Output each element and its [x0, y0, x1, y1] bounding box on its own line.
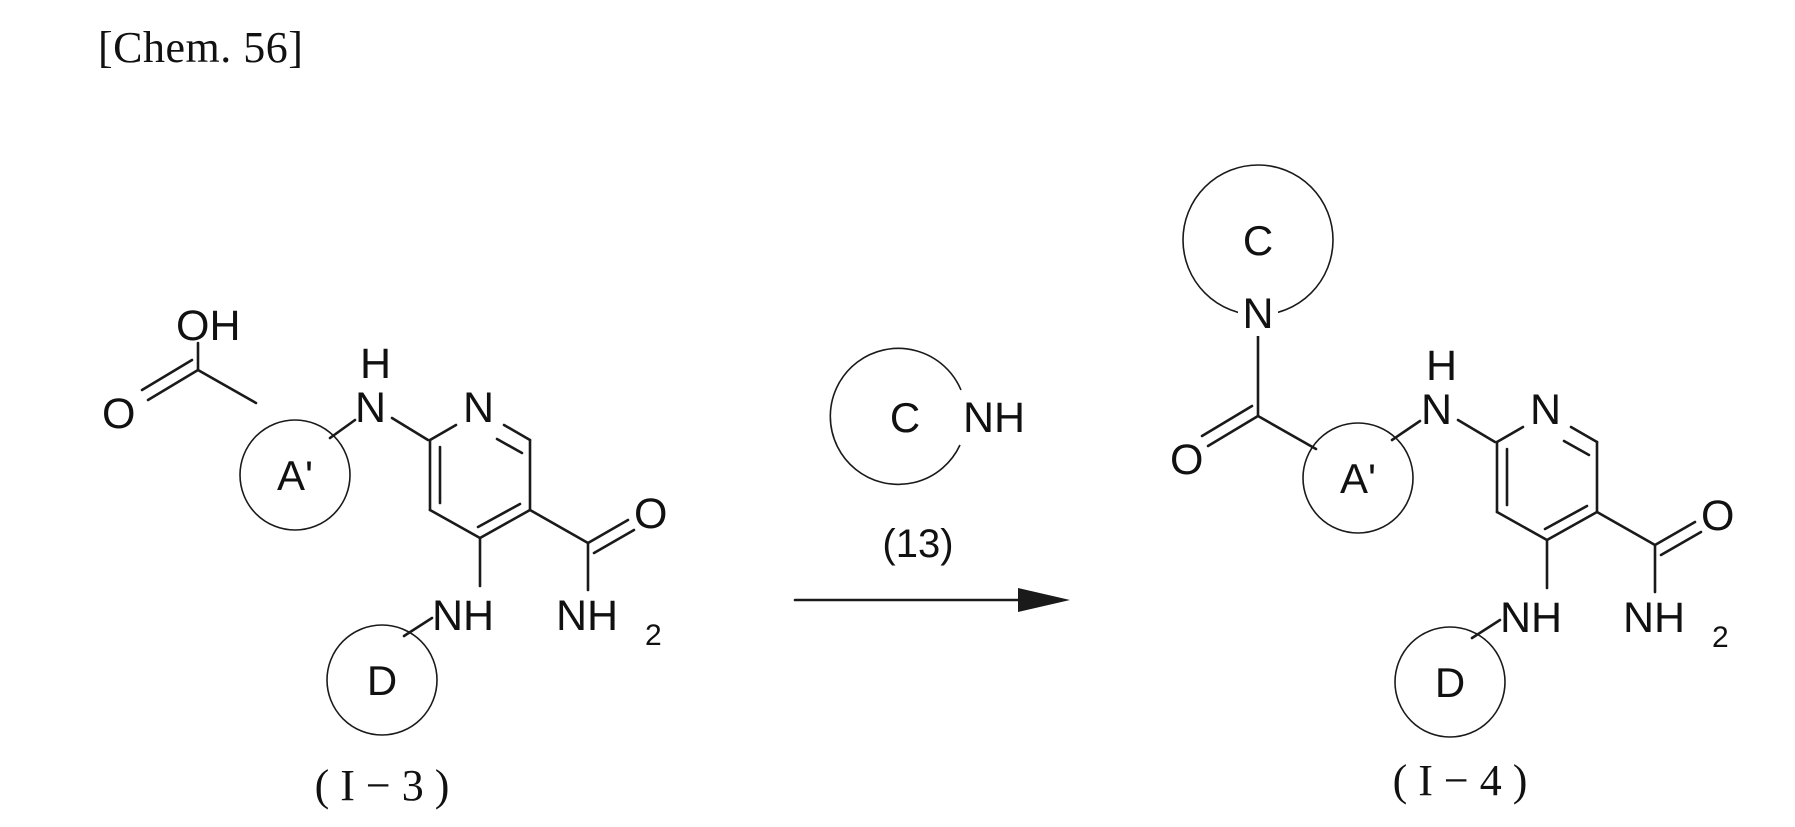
- bond-amide-co-2: [594, 530, 634, 553]
- bond-n1-c2-inner: [497, 439, 522, 453]
- bond-c-ring-a: [1258, 416, 1316, 449]
- bond-ring-a-n: [330, 420, 355, 438]
- bond-c3-c4: [1547, 512, 1597, 540]
- bond-c4-c5: [430, 510, 480, 538]
- bond-n1-c2: [504, 425, 530, 440]
- bond-n-c6: [392, 418, 428, 440]
- atom-nh: NH: [1500, 594, 1562, 642]
- ring-d-label: D: [367, 657, 397, 704]
- atom-n-ring: N: [463, 384, 494, 432]
- bond-amide-co-2: [1661, 532, 1701, 555]
- atom-nh: NH: [432, 592, 494, 640]
- bond-c-ring-a: [198, 370, 256, 403]
- atom-nh2-subscript: 2: [645, 619, 662, 652]
- reactant-structure: OH O H N N O NH NH 2 A' D ( I − 3 ): [102, 302, 667, 810]
- atom-h: H: [1426, 342, 1457, 390]
- atom-o-amide: O: [1701, 492, 1734, 540]
- bond-c-o-double-2: [1202, 406, 1252, 436]
- bond-c-o-double-1: [148, 370, 198, 400]
- atom-o-amide: O: [634, 490, 667, 538]
- bond-c-o-double-2: [142, 360, 192, 390]
- bond-amide-co-1: [588, 520, 628, 543]
- atom-nh2: NH: [1623, 594, 1685, 642]
- bond-n1-c2-inner: [1564, 441, 1589, 455]
- product-structure: N C O H N N O NH NH 2 A' D ( I − 4 ): [1170, 165, 1734, 805]
- bond-n-c6: [1458, 420, 1495, 442]
- bond-c3-c4-inner: [478, 504, 520, 527]
- bond-c3-amide-c: [530, 510, 588, 543]
- ring-a-label: A': [1340, 455, 1376, 502]
- atom-n-link: N: [1421, 386, 1452, 434]
- bond-c3-c4-inner: [1545, 506, 1587, 529]
- ring-d-label: D: [1435, 659, 1465, 706]
- atom-h: H: [360, 340, 391, 388]
- bond-ring-a-n: [1392, 421, 1420, 440]
- atom-o: O: [102, 390, 135, 438]
- reaction-arrow: [795, 588, 1070, 612]
- ring-a-label: A': [277, 452, 313, 499]
- arrow-head: [1018, 588, 1070, 612]
- atom-n-ring: N: [1530, 386, 1561, 434]
- atom-nh2-subscript: 2: [1712, 621, 1729, 654]
- atom-o: O: [1170, 436, 1203, 484]
- bond-c4-c5: [1497, 512, 1547, 540]
- bond-c6-n1: [1497, 427, 1523, 442]
- atom-n-c: N: [1242, 290, 1273, 338]
- ring-c-label: C: [1243, 217, 1273, 264]
- reagent-structure: C NH (13): [830, 348, 1025, 566]
- product-label: ( I − 4 ): [1393, 756, 1528, 805]
- atom-oh: OH: [176, 302, 241, 350]
- bond-c3-amide-c: [1597, 512, 1655, 545]
- bond-n1-c2: [1571, 427, 1597, 442]
- reagent-nh: NH: [963, 394, 1025, 442]
- reagent-label: (13): [882, 522, 953, 566]
- atom-n-link: N: [355, 384, 386, 432]
- ring-c-reagent-label: C: [890, 394, 920, 441]
- reactant-label: ( I − 3 ): [315, 761, 450, 810]
- bond-nh-ring-d: [1472, 620, 1500, 638]
- atom-nh2: NH: [556, 592, 618, 640]
- bond-c-o-double-1: [1208, 416, 1258, 446]
- bond-amide-co-1: [1655, 522, 1695, 545]
- bond-nh-ring-d: [404, 618, 432, 636]
- bond-c6-n1: [430, 425, 456, 440]
- bond-c3-c4: [480, 510, 530, 538]
